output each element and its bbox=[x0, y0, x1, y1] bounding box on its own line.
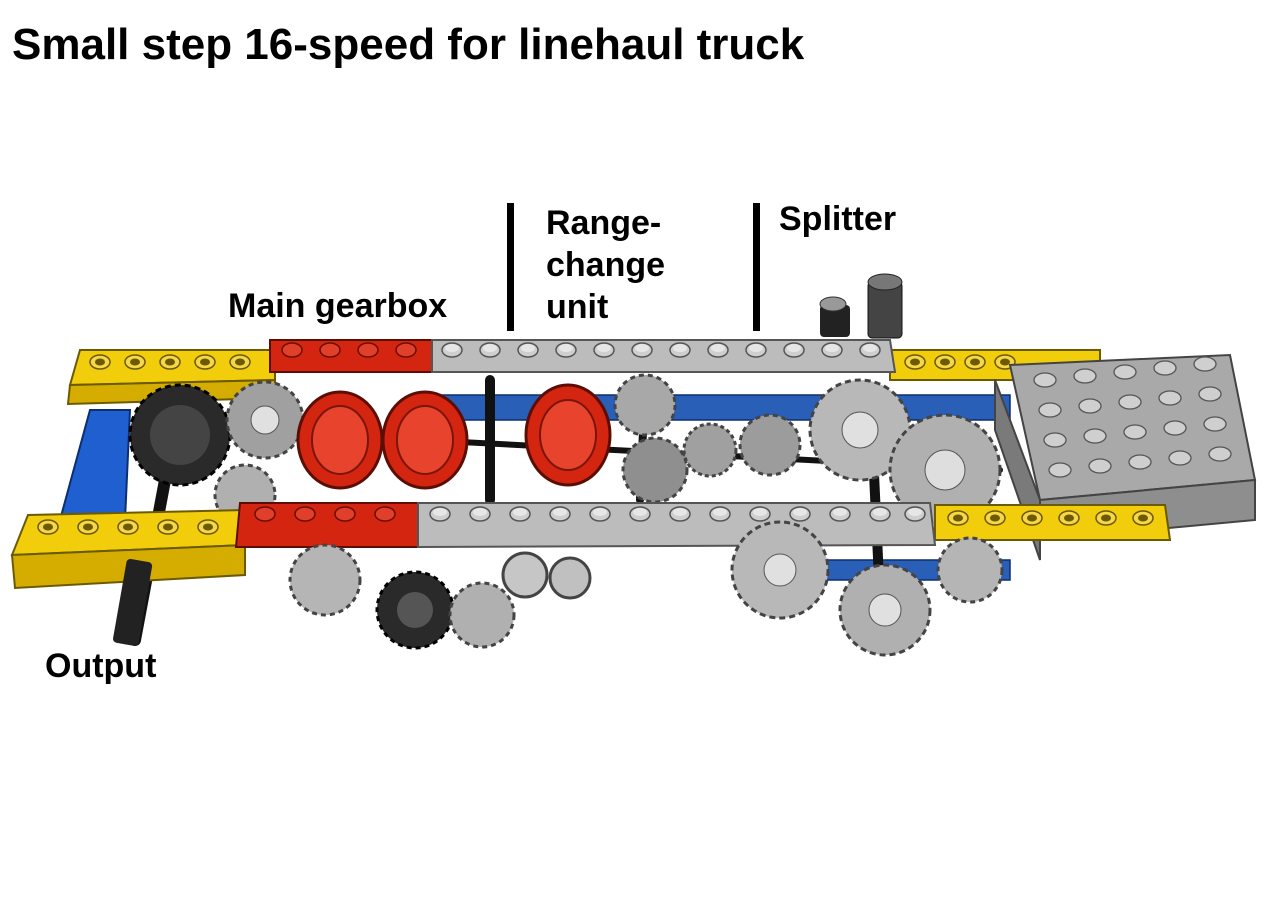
page-title: Small step 16-speed for linehaul truck bbox=[12, 20, 805, 69]
separator-line-splitter bbox=[753, 203, 760, 331]
splitter-label: Splitter bbox=[779, 200, 897, 238]
range-change-label-line1: Range- bbox=[546, 204, 662, 242]
blue-frame-left bbox=[58, 409, 132, 521]
output-label: Output bbox=[45, 647, 157, 685]
main-gearbox-label: Main gearbox bbox=[228, 287, 448, 325]
range-change-label-line3: unit bbox=[546, 288, 609, 326]
output-shaft bbox=[113, 558, 153, 646]
front-beam-red bbox=[234, 502, 419, 548]
gears bbox=[128, 373, 1002, 527]
separator-line-range bbox=[507, 203, 514, 331]
blue-frame-back bbox=[419, 394, 1011, 421]
back-beam-gray bbox=[431, 339, 897, 373]
back-beam-red bbox=[269, 339, 433, 373]
lower-gears bbox=[288, 520, 1004, 657]
front-beam-gray bbox=[417, 502, 937, 549]
range-change-label-line2: change bbox=[546, 246, 666, 284]
shift-lever bbox=[819, 273, 903, 339]
